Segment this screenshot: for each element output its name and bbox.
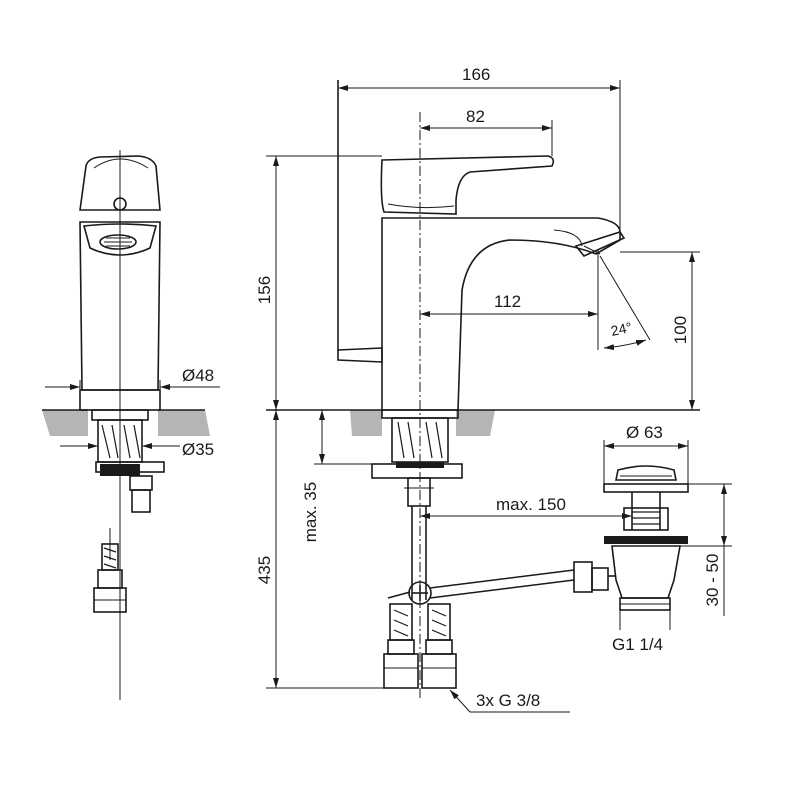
reach-82-label: 82: [466, 107, 485, 126]
reach-112-label: 112: [494, 292, 521, 311]
hose-connections-label: 3x G 3/8: [476, 691, 540, 710]
height-435-label: 435: [255, 556, 274, 584]
height-156-label: 156: [255, 276, 274, 304]
angle-24-label: 24°: [609, 319, 633, 339]
drain-offset-label: max. 150: [496, 495, 566, 514]
counter-thickness-label: max. 35: [301, 482, 320, 542]
width-166-label: 166: [462, 65, 490, 84]
side-view: [266, 80, 700, 700]
front-view: [42, 150, 220, 700]
dimension-lines: [266, 80, 732, 713]
drain-thread-label: G1 1/4: [612, 635, 663, 654]
height-100-label: 100: [671, 316, 690, 344]
diameter-48-label: Ø48: [182, 366, 214, 385]
drain-height-label: 30 - 50: [703, 554, 722, 607]
drain-diameter-label: Ø 63: [626, 423, 663, 442]
diameter-35-label: Ø35: [182, 440, 214, 459]
